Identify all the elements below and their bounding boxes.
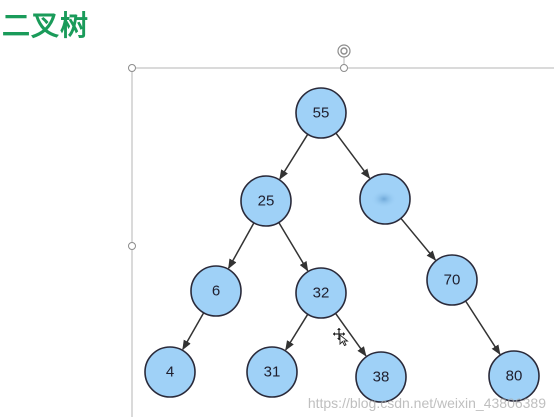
tree-node[interactable]: 70	[426, 254, 478, 306]
tree-edge-n32-n38	[334, 312, 367, 357]
tree-node-circle	[355, 351, 407, 403]
tree-node-circle	[246, 346, 298, 398]
tree-node-circle	[240, 175, 292, 227]
tree-node[interactable]: 32	[295, 267, 347, 319]
tree-node-label: 80	[506, 368, 523, 385]
watermark-text: https://blog.csdn.net/weixin_43806389	[307, 395, 546, 411]
tree-node[interactable]: 80	[488, 350, 540, 402]
tree-node-circle	[426, 254, 478, 306]
tree-edge-n32-n31	[285, 313, 309, 351]
tree-edge-nHidden-n70	[400, 217, 437, 261]
tree-edge-n25-n6	[227, 222, 255, 270]
tree-node[interactable]: 38	[355, 351, 407, 403]
resize-handle-middle-left[interactable]	[128, 242, 136, 250]
tree-node-label: 32	[313, 285, 330, 302]
tree-node-circle	[144, 346, 196, 398]
tree-node-circle	[190, 265, 242, 317]
tree-edge-n25-n32	[278, 222, 309, 272]
tree-node-label: 6	[212, 283, 220, 300]
tree-node-label: 55	[313, 105, 330, 122]
tree-edges	[182, 132, 501, 357]
tree-nodes: 55 25 6 32 70 4 31 38 80	[144, 87, 540, 403]
tree-node-label: 38	[373, 369, 390, 386]
tree-edge-n70-n80	[464, 300, 501, 356]
tree-node[interactable]: 4	[144, 346, 196, 398]
tree-edge-n55-nHidden	[335, 132, 371, 179]
move-cursor-icon	[333, 328, 349, 347]
tree-node[interactable]: 31	[246, 346, 298, 398]
tree-node-label: 70	[444, 272, 461, 289]
tree-node-label: 4	[166, 364, 174, 381]
tree-edge-n55-n25	[279, 133, 309, 180]
tree-node[interactable]: 6	[190, 265, 242, 317]
tree-edge-n6-n4	[182, 312, 205, 351]
tree-node-circle	[295, 87, 347, 139]
rotation-handle-icon[interactable]	[337, 44, 351, 58]
resize-handle-top-left[interactable]	[128, 64, 136, 72]
tree-node-circle	[488, 350, 540, 402]
tree-node[interactable]: 55	[295, 87, 347, 139]
blurred-node-content	[371, 190, 397, 208]
tree-node-label: 31	[264, 364, 281, 381]
tree-node[interactable]: 25	[240, 175, 292, 227]
tree-node-label: 25	[258, 193, 275, 210]
tree-node-circle	[295, 267, 347, 319]
resize-handle-top-middle[interactable]	[340, 64, 348, 72]
tree-node[interactable]	[359, 173, 411, 225]
page-title: 二叉树	[2, 9, 90, 42]
